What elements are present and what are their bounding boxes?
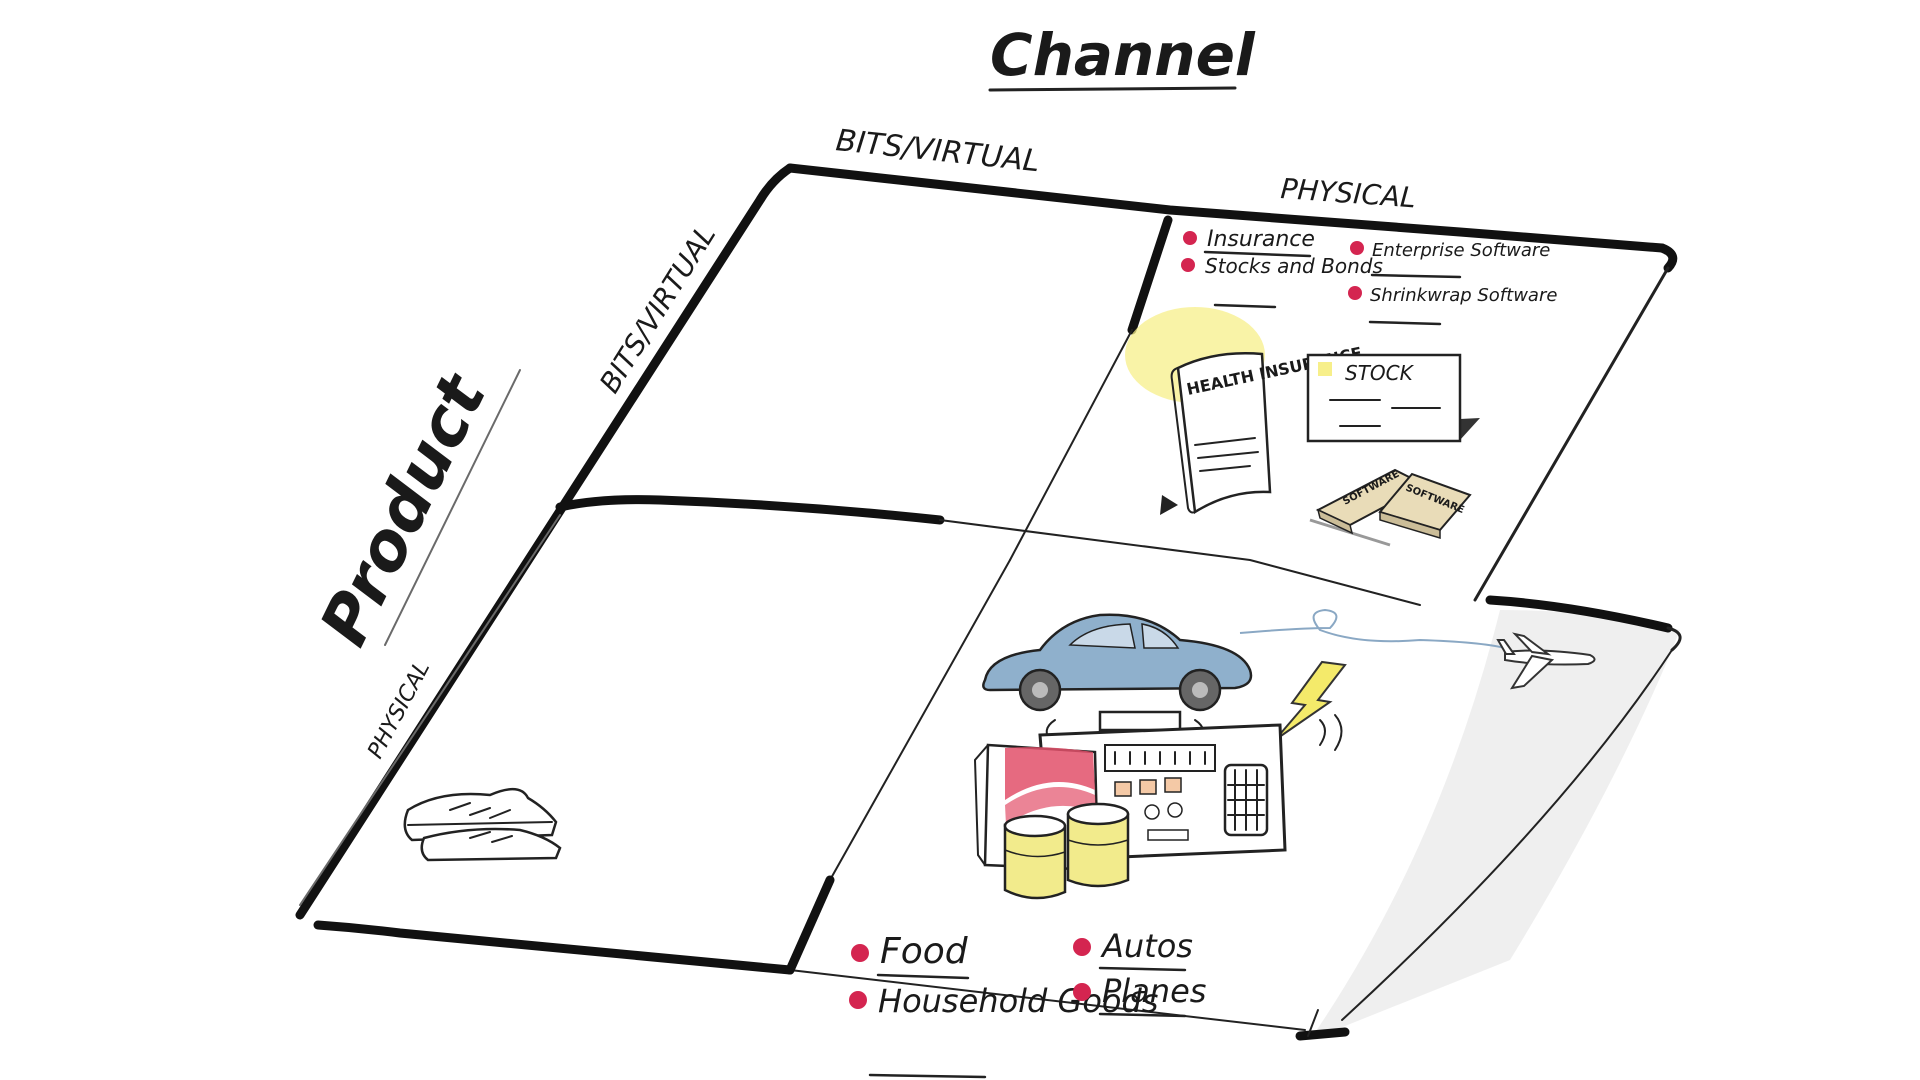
bullet-dot <box>1073 983 1091 1001</box>
lightning-icon <box>1275 662 1345 740</box>
column-label-bits-virtual: BITS/VIRTUAL <box>834 123 1041 179</box>
diagram-title: Channel <box>990 21 1256 89</box>
shoe-icon <box>405 789 560 860</box>
bullet-autos: Autos <box>1100 927 1193 965</box>
row-label-bits-virtual: BITS/VIRTUAL <box>593 219 722 398</box>
bullet-food: Food <box>880 931 969 972</box>
bullet-dot <box>1350 241 1364 255</box>
axis-label-product: Product <box>305 361 502 657</box>
bullet-planes: Planes <box>1102 972 1206 1010</box>
plane-trail <box>1240 610 1505 648</box>
quadrant-top-right: Insurance Stocks and Bonds Enterprise So… <box>1125 227 1557 545</box>
bullet-dot <box>851 944 869 962</box>
bullet-shrinkwrap-software: Shrinkwrap Software <box>1370 285 1557 306</box>
column-label-physical: PHYSICAL <box>1280 172 1417 214</box>
software-box-icon: SOFTWARE SOFTWARE <box>1310 469 1470 545</box>
title-underline <box>990 88 1235 90</box>
bullet-dot <box>1348 286 1362 300</box>
bullet-dot <box>1181 258 1195 272</box>
row-label-physical: PHYSICAL <box>363 657 435 763</box>
sheet-shadow <box>1310 610 1680 1040</box>
bullet-dot <box>849 991 867 1009</box>
bullet-dot <box>1183 231 1197 245</box>
bullet-enterprise-software: Enterprise Software <box>1372 240 1550 261</box>
bullet-insurance: Insurance <box>1207 227 1315 252</box>
stock-label: STOCK <box>1345 361 1415 385</box>
stock-certificate-icon: STOCK <box>1308 355 1480 441</box>
bullet-dot <box>1073 938 1091 956</box>
bullet-stocks-and-bonds: Stocks and Bonds <box>1205 254 1383 278</box>
